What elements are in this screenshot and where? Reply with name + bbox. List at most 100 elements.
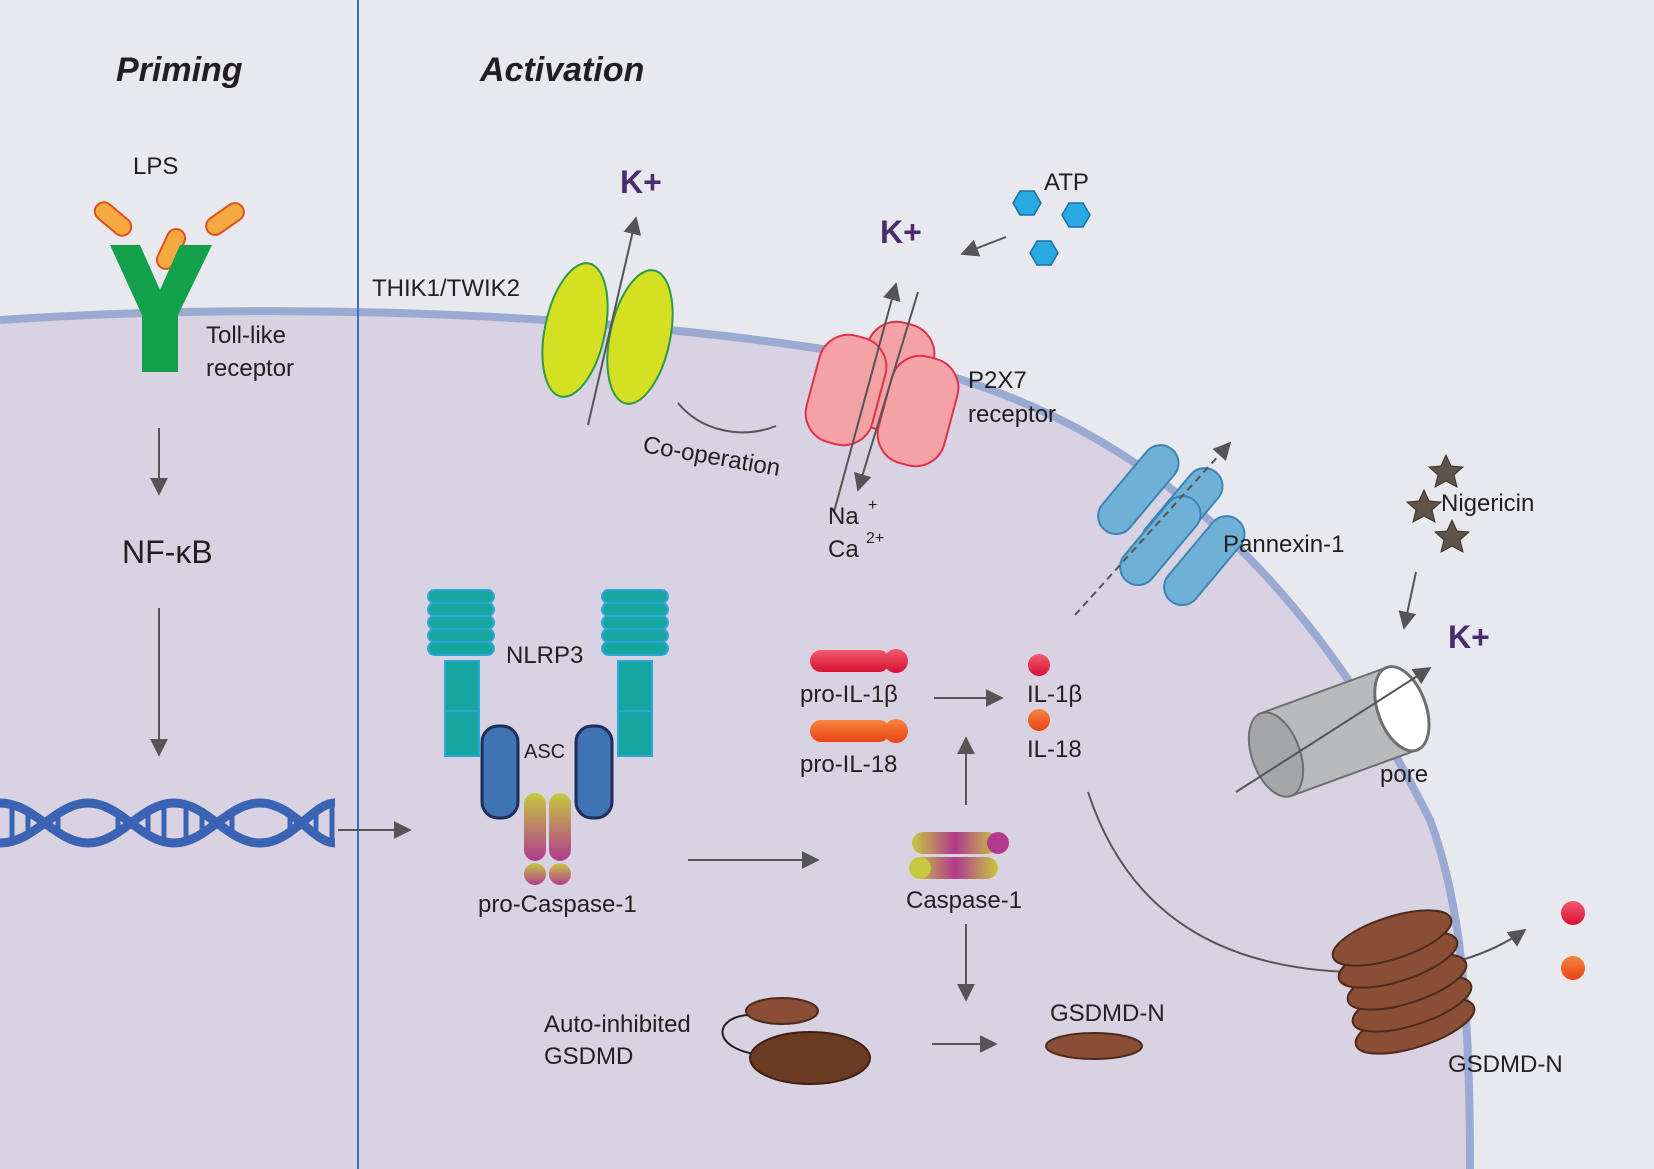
pore-opening (1373, 665, 1431, 753)
il-18-label: IL-18 (1027, 736, 1082, 763)
arrow-k-efflux-pore (1235, 667, 1432, 793)
cell-membrane (0, 307, 1474, 1169)
na-label: Na (828, 503, 859, 530)
pro-il-1b-head (884, 649, 908, 673)
ca-label: Ca (828, 536, 859, 563)
arrow-il-release-through-gsdmd-pore (1087, 791, 1527, 974)
tlr-label-line2: receptor (206, 355, 294, 382)
kplus-label-thik: K+ (620, 164, 662, 200)
nigericin-star (1433, 518, 1471, 553)
nlrp3-left (427, 589, 495, 757)
atp-hexagon (1012, 190, 1042, 216)
gsdmd-n-domain (749, 1031, 871, 1085)
nlrp3-inflammasome (427, 589, 669, 885)
kplus-label-p2x7: K+ (880, 214, 922, 250)
nlrp3-nacht (617, 660, 653, 712)
dna-double-helix (0, 798, 336, 848)
activation-header: Activation (479, 51, 644, 89)
pro-il-18-label: pro-IL-18 (800, 751, 897, 778)
p2x7-label-line2: receptor (968, 401, 1056, 428)
nlrp3-label: NLRP3 (506, 642, 583, 669)
pro-caspase-1-subunit (549, 793, 571, 861)
autoinhibited-gsdmd (721, 997, 871, 1085)
pannexin-subunit (1119, 495, 1202, 587)
asc-left (480, 724, 520, 820)
nlrp3-lrr (601, 602, 669, 617)
nigericin-star (1405, 488, 1443, 523)
asc-right (574, 724, 614, 820)
lps-molecule (205, 202, 245, 236)
nigericin-molecules (1405, 453, 1471, 553)
nigericin-star (1427, 453, 1465, 488)
caspase-1-head (987, 832, 1009, 854)
pro-il-1b-body (810, 650, 890, 672)
atp-label: ATP (1044, 169, 1089, 196)
p2x7-subunit (804, 333, 888, 447)
nlrp3-lrr (601, 615, 669, 630)
il-18-molecule (1028, 709, 1050, 731)
cooperation-curve (677, 402, 777, 434)
nfkb-label: NF-κB (122, 534, 213, 570)
kplus-label-pore: K+ (1448, 619, 1490, 655)
thik-subunit (541, 262, 609, 398)
gsdmd-n-fragment (1045, 1032, 1143, 1060)
pro-caspase-1-card (549, 863, 571, 885)
thik-twik-channel (541, 262, 674, 405)
pro-il-18-head (884, 719, 908, 743)
gsdmd-c-domain (745, 997, 819, 1025)
atp-hexagon (1061, 202, 1091, 228)
pore-label: pore (1380, 761, 1428, 788)
p2x7-receptor (804, 320, 960, 468)
priming-header: Priming (116, 51, 243, 89)
gsdmd-linker (721, 1014, 763, 1056)
nlrp3-lrr (601, 641, 669, 656)
atp-molecules (1012, 190, 1091, 266)
caspase-1-subunit (912, 857, 998, 879)
nlrp3-lrr (427, 602, 495, 617)
il-1b-molecule (1028, 654, 1050, 676)
arrow-atp-to-p2x7 (960, 236, 1007, 257)
autoinhibited-gsdmd-label-line2: GSDMD (544, 1043, 633, 1070)
nlrp3-pyd (617, 710, 653, 757)
nlrp3-nacht (444, 660, 480, 712)
atp-hexagon (1029, 240, 1059, 266)
gsdmd-n-pore (1331, 909, 1476, 1055)
nlrp3-lrr (427, 615, 495, 630)
caspase-1-label: Caspase-1 (906, 887, 1022, 914)
nigericin-label: Nigericin (1441, 490, 1534, 517)
nlrp3-right (601, 589, 669, 757)
gsdmd-n-label-mid: GSDMD-N (1050, 1000, 1165, 1027)
lps-label: LPS (133, 153, 178, 180)
released-il-18 (1561, 956, 1585, 980)
arrow-nigericin-to-membrane (1398, 571, 1417, 630)
caspase-1-molecule (909, 832, 1009, 879)
pannexin-label: Pannexin-1 (1223, 531, 1344, 558)
lps-molecule (93, 201, 133, 237)
il-1b-label: IL-1β (1027, 681, 1082, 708)
tlr-label-line1: Toll-like (206, 322, 286, 349)
asc-label: ASC (524, 741, 565, 763)
arrow-k-efflux-thik (587, 216, 642, 426)
caspase-1-head (909, 857, 931, 879)
arrow-k-efflux-p2x7 (833, 282, 901, 513)
ca-superscript: 2+ (866, 530, 884, 547)
pro-il-1b-label: pro-IL-1β (800, 681, 898, 708)
released-il-1b (1561, 901, 1585, 925)
dna-base-pairs (9, 804, 335, 842)
gsdmd-n-oligomer (1331, 909, 1453, 967)
pro-il-18-body (810, 720, 890, 742)
arrow-na-ca-influx (854, 291, 919, 492)
pannexin-subunit (1097, 444, 1180, 536)
p2x7-label-line1: P2X7 (968, 367, 1027, 394)
pannexin-subunit (1163, 515, 1246, 607)
nlrp3-lrr (427, 641, 495, 656)
nlrp3-lrr (601, 628, 669, 643)
autoinhibited-gsdmd-label-line1: Auto-inhibited (544, 1011, 691, 1038)
caspase-1-subunit (912, 832, 998, 854)
pannexin-1-channel (1097, 444, 1246, 607)
nlrp3-pyd (444, 710, 480, 757)
nlrp3-lrr (427, 589, 495, 604)
thik-label: THIK1/TWIK2 (372, 275, 520, 302)
